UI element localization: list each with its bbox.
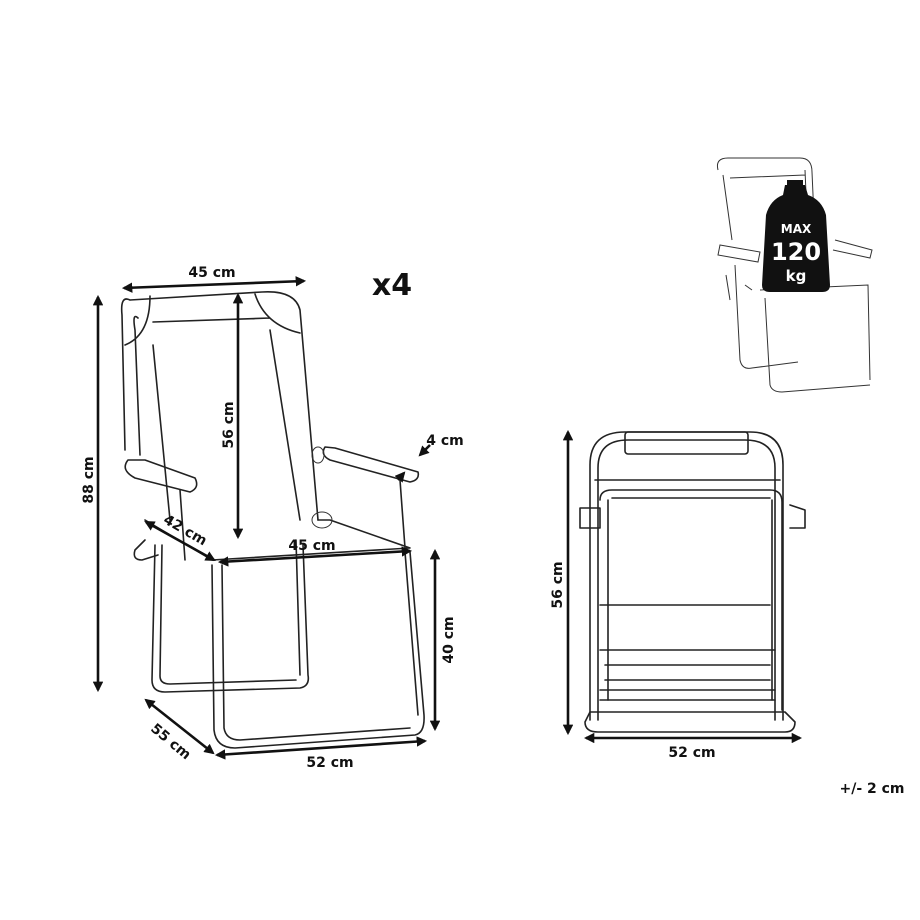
label-tolerance: +/- 2 cm	[839, 781, 904, 797]
chair-folded-drawing	[579, 431, 806, 733]
label-max: MAX	[781, 222, 812, 236]
label-width: 52 cm	[306, 755, 353, 771]
dim-armrest-arrow-1	[418, 444, 431, 457]
dim-armrest-arrow-2	[394, 471, 406, 483]
dim-backrest-width	[121, 276, 307, 293]
label-backrest-height: 56 cm	[221, 401, 237, 448]
label-folded-height: 56 cm	[550, 561, 566, 608]
weight-icon	[762, 180, 830, 292]
label-depth: 55 cm	[147, 721, 193, 764]
dimension-lines-main	[92, 276, 441, 760]
label-max-weight: 120	[771, 238, 821, 266]
label-quantity: x4	[372, 268, 412, 303]
label-seat-height: 40 cm	[441, 616, 457, 663]
dim-seat-depth	[144, 520, 216, 562]
dim-width	[214, 736, 428, 760]
label-seat-width: 45 cm	[288, 538, 335, 554]
label-backrest-width: 45 cm	[188, 265, 235, 281]
label-kg: kg	[786, 267, 807, 285]
chair-load-drawing	[717, 157, 873, 393]
label-total-height: 88 cm	[81, 456, 97, 503]
dim-depth	[144, 698, 215, 755]
label-armrest-width: 4 cm	[426, 433, 464, 449]
dim-seat-width	[217, 546, 413, 567]
label-folded-width: 52 cm	[668, 745, 715, 761]
